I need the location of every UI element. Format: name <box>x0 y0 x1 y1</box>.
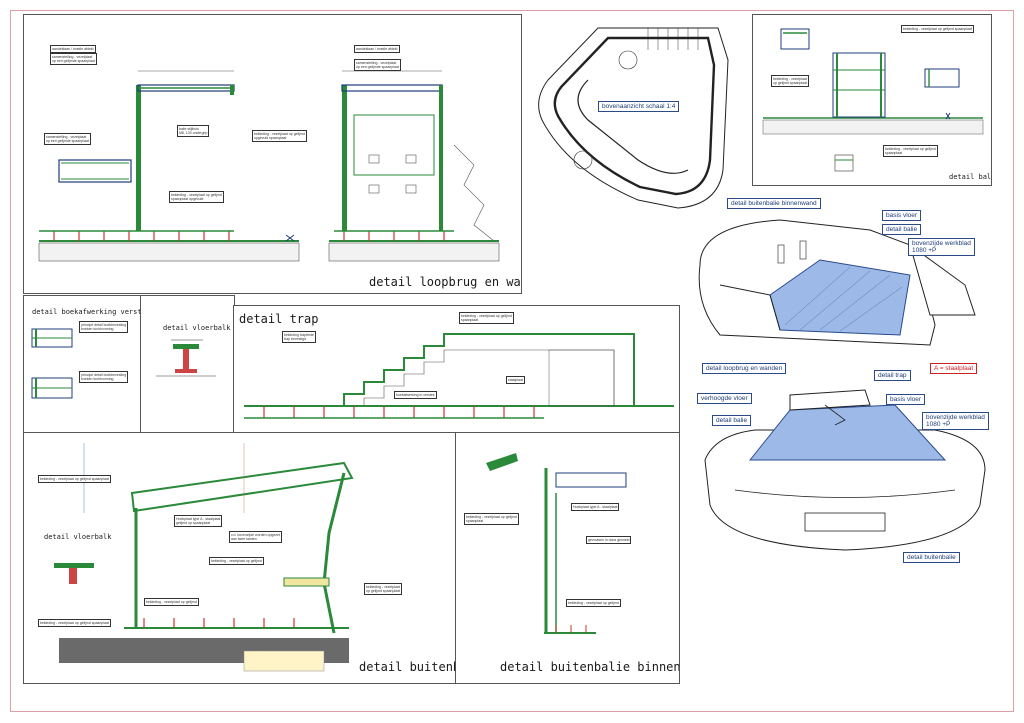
note-bovenwand: aandeklaas / hoekle afdekl. <box>354 45 401 53</box>
iso-bottom-werkblad: bovenzijde werkblad 1080 +P <box>922 412 989 430</box>
plan-label: bovenaanzicht schaal 1:4 <box>598 101 680 112</box>
title-trap: detail trap <box>239 312 319 326</box>
note-bw-4: bekleding - vezelplaat op gelijmd <box>566 599 621 607</box>
iso-bottom-verhoogde-vloer: verhoogde vloer <box>697 393 752 404</box>
iso-bottom-trap: detail trap <box>874 370 911 381</box>
binnenwand-drawing <box>486 453 627 634</box>
trap-drawing <box>244 333 674 419</box>
note-bb-1: bekleding - vezelplaat op gelijmd spaanp… <box>38 475 111 483</box>
buitenbalie-drawing <box>54 443 354 672</box>
sheet-border <box>10 10 1014 712</box>
note-afdeklijst: aandeklaas / hoekle afdekl. <box>50 45 97 53</box>
title-vloerbalk-top: detail vloerbalk <box>163 324 231 332</box>
boekafwerking-drawing <box>31 328 73 399</box>
panel-loopbrug: aandeklaas / hoekle afdekl. samenstellin… <box>23 14 522 294</box>
iso-bottom-drawing <box>704 389 986 551</box>
title-vloerbalk-bottom: detail vloerbalk <box>44 533 112 541</box>
iso-top-binnenwand: detail buitenbalie binnenwand <box>727 198 821 209</box>
note-bb-5: bekleding - vezelplaat op gelijmd <box>144 598 199 606</box>
title-loopbrug: detail loopbrug en wanden <box>369 275 521 289</box>
note-bb-4: bekleding - vezelplaat op gelijmd <box>209 557 264 565</box>
note-balie-1: bekleding - vezelplaat op gelijmd spaanp… <box>901 25 974 33</box>
iso-top-drawing <box>698 219 976 346</box>
title-binnenwand: detail buitenbalie binnenwand <box>500 660 680 674</box>
note-bw-2: Hoekplaat type A - staalplaat <box>571 503 620 511</box>
iso-bottom-basis-vloer: basis vloer <box>886 394 926 405</box>
iso-bottom-loopbrug: detail loopbrug en wanden <box>702 363 787 374</box>
note-trap-3: boekafwerking in verstek <box>394 391 437 399</box>
iso-top-werkblad: bovenzijde werkblad 1080 +P <box>908 238 975 256</box>
iso-bottom-buitenbalie: detail buitenbalie <box>903 552 960 563</box>
note-bw-3: gevouwen in doos gesneld <box>586 536 632 544</box>
loopbrug-drawing <box>38 70 500 262</box>
balie-drawing <box>762 28 984 172</box>
plan-view-drawing <box>538 27 729 209</box>
note-trap-4: staalplaat <box>506 376 525 384</box>
iso-top-detail-balie: detail balie <box>882 224 922 235</box>
iso-bottom-detail-balie: detail balie <box>712 415 752 426</box>
vloerbalk-top-drawing <box>156 339 216 377</box>
title-balie: detail balie <box>949 173 992 181</box>
panel-vloerbalk-top: detail vloerbalk <box>140 295 235 434</box>
note-bb-7: bekleding - vezelplaat op gelijmd spaanp… <box>38 619 111 627</box>
iso-top-basis-vloer: basis vloer <box>882 210 922 221</box>
panel-balie: bekleding - vezelplaat op gelijmd spaanp… <box>752 14 992 186</box>
title-boekafwerking: detail boekafwerking verstek <box>32 308 142 316</box>
iso-legend: A = staalplaat <box>930 363 978 374</box>
title-buitenbalie: detail buitenbalie <box>359 660 456 674</box>
panel-buitenbalie: bekleding - vezelplaat op gelijmd spaanp… <box>23 432 457 684</box>
